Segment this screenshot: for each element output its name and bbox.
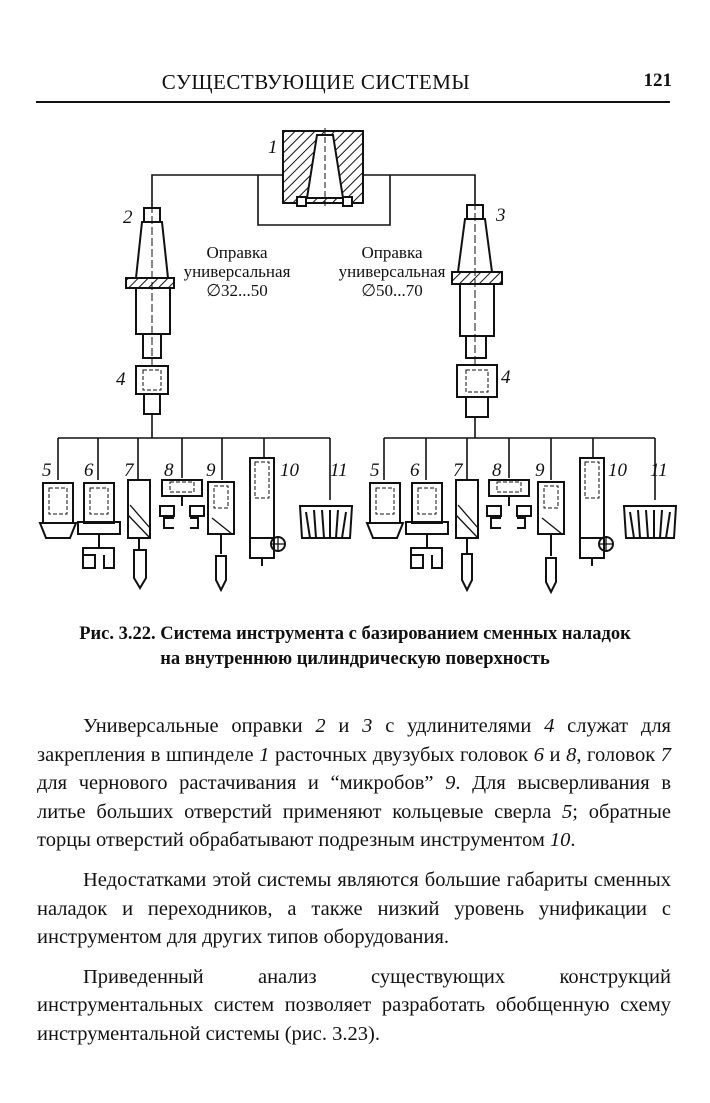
tool-7-right bbox=[455, 479, 479, 593]
callout-6-right: 6 bbox=[410, 460, 420, 481]
callout-6-left: 6 bbox=[84, 460, 94, 481]
distribution-bus-right bbox=[383, 437, 656, 500]
spindle-1 bbox=[282, 128, 364, 207]
page-number: 121 bbox=[643, 70, 673, 91]
tool-8-left bbox=[159, 479, 205, 529]
paragraph-3: Приведенный анализ существующих конструк… bbox=[37, 965, 671, 1045]
svg-text:∅32...50: ∅32...50 bbox=[206, 281, 268, 300]
connection-lines bbox=[151, 174, 476, 226]
arbor-label-right: Оправка универсальная ∅50...70 bbox=[339, 243, 446, 300]
arbor-3 bbox=[451, 202, 503, 365]
tool-10-left bbox=[249, 457, 286, 566]
tool-8-right bbox=[486, 479, 532, 529]
callout-7-right: 7 bbox=[453, 460, 464, 481]
tool-11-right bbox=[622, 505, 678, 539]
callout-8-left: 8 bbox=[164, 460, 174, 481]
distribution-bus-left bbox=[57, 437, 331, 500]
callout-1: 1 bbox=[268, 137, 278, 158]
callout-11-right: 11 bbox=[650, 460, 668, 481]
tool-system-diagram: 1 2 3 Оправка универсальная ∅32...50 Опр… bbox=[38, 128, 678, 595]
tool-6-left bbox=[77, 482, 121, 569]
paragraph-2: Недостатками этой системы являются больш… bbox=[37, 868, 671, 949]
tool-5-left bbox=[38, 482, 78, 539]
svg-text:универсальная: универсальная bbox=[184, 262, 291, 281]
tool-9-left bbox=[207, 481, 235, 593]
callout-11-left: 11 bbox=[330, 460, 348, 481]
tool-6-right bbox=[405, 482, 449, 569]
callout-3: 3 bbox=[495, 205, 506, 226]
tool-11-left bbox=[298, 505, 354, 539]
tool-9-right bbox=[537, 481, 565, 595]
callout-8-right: 8 bbox=[492, 460, 502, 481]
running-title: СУЩЕСТВУЮЩИЕ СИСТЕМЫ bbox=[161, 70, 471, 94]
caption-line-2: на внутреннюю цилиндрическую поверхность bbox=[160, 649, 550, 669]
arbor-label-left: Оправка универсальная ∅32...50 bbox=[184, 243, 291, 300]
callout-10-right: 10 bbox=[608, 460, 628, 481]
caption-line-1: Рис. 3.22. Система инструмента с базиров… bbox=[79, 624, 631, 644]
tool-7-left bbox=[127, 479, 151, 590]
svg-text:Оправка: Оправка bbox=[362, 243, 423, 262]
callout-2: 2 bbox=[123, 207, 133, 228]
extension-4-left bbox=[135, 365, 169, 438]
callout-4-left: 4 bbox=[116, 369, 126, 390]
svg-text:Оправка: Оправка bbox=[207, 243, 268, 262]
callout-7-left: 7 bbox=[124, 460, 135, 481]
header-rule bbox=[36, 101, 670, 103]
callout-9-right: 9 bbox=[535, 460, 545, 481]
svg-text:∅50...70: ∅50...70 bbox=[361, 281, 423, 300]
extension-4-right bbox=[456, 364, 498, 438]
callout-9-left: 9 bbox=[206, 460, 216, 481]
arbor-2 bbox=[125, 205, 175, 365]
page-header: СУЩЕСТВУЮЩИЕ СИСТЕМЫ 121 bbox=[36, 70, 676, 104]
body-text: Универсальные оправки 2 и 3 с удлинителя… bbox=[37, 712, 671, 1060]
callout-5-right: 5 bbox=[370, 460, 380, 481]
paragraph-1: Универсальные оправки 2 и 3 с удлинителя… bbox=[37, 715, 672, 852]
figure-caption: Рис. 3.22. Система инструмента с базиров… bbox=[40, 622, 670, 672]
tool-5-right bbox=[365, 482, 405, 539]
svg-text:универсальная: универсальная bbox=[339, 262, 446, 281]
callout-10-left: 10 bbox=[280, 460, 300, 481]
callout-4-right: 4 bbox=[501, 367, 511, 388]
callout-5-left: 5 bbox=[42, 460, 52, 481]
tool-10-right bbox=[579, 457, 614, 566]
